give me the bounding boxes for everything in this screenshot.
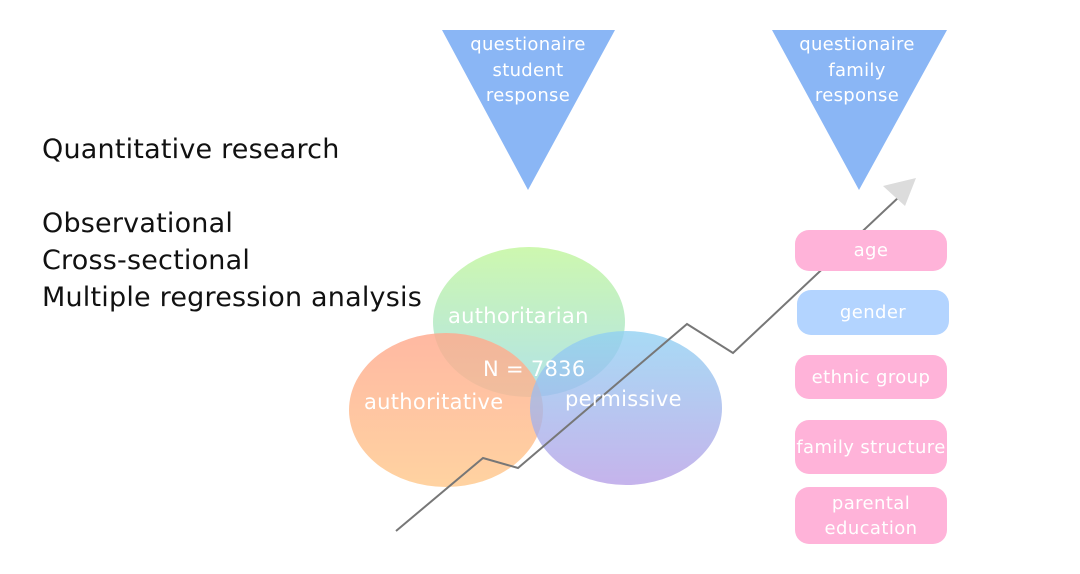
covariate-ethnic-group: ethnic group — [795, 355, 947, 399]
venn-circle-authoritative — [349, 333, 543, 487]
trend-arrow-head — [883, 178, 916, 206]
venn-label-authoritarian: authoritarian — [448, 304, 589, 328]
venn-center-sample-size: N = 7836 — [483, 357, 586, 381]
venn-label-authoritative: authoritative — [364, 390, 504, 414]
family-questionnaire-line-3: response — [814, 85, 900, 106]
covariate-age: age — [795, 230, 947, 271]
student-questionnaire-triangle — [442, 30, 615, 190]
family-questionnaire-label: questionaire family response — [767, 32, 947, 109]
covariate-family-structure: family structure — [795, 420, 947, 474]
family-questionnaire-triangle — [772, 30, 947, 190]
trend-arrow-line — [395, 195, 901, 532]
venn-label-permissive: permissive — [565, 387, 682, 411]
student-questionnaire-label: questionaire student response — [438, 32, 618, 109]
design-line-regression: Multiple regression analysis — [42, 282, 422, 313]
family-questionnaire-line-1: questionaire — [799, 34, 915, 55]
venn-circle-permissive — [530, 331, 722, 485]
design-line-observational: Observational — [42, 208, 234, 239]
student-questionnaire-line-1: questionaire — [470, 34, 586, 55]
student-questionnaire-line-2: student — [492, 59, 564, 81]
student-questionnaire-line-3: response — [485, 85, 571, 106]
design-line-cross-sectional: Cross-sectional — [42, 245, 251, 276]
research-type-label: Quantitative research — [42, 134, 340, 165]
covariate-parental-education: parental education — [795, 487, 947, 544]
covariate-gender: gender — [797, 290, 949, 335]
family-questionnaire-line-2: family — [828, 59, 886, 81]
